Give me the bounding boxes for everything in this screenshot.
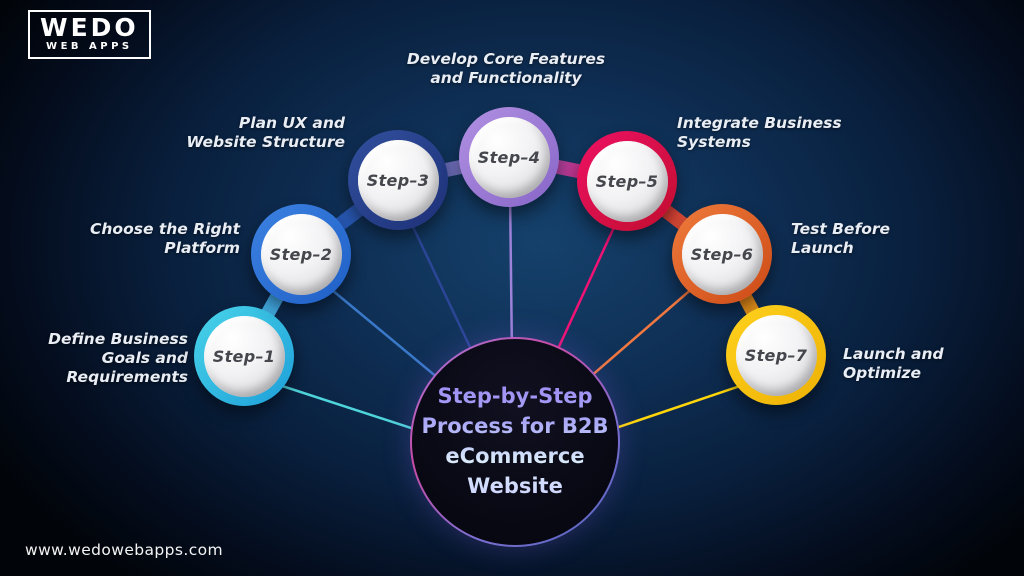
step-3-circle: Step–3: [348, 130, 448, 230]
step-3-title: Plan UX and Website Structure: [186, 114, 345, 152]
step-4-circle: Step–4: [459, 107, 559, 207]
step-4-label: Step–4: [477, 147, 541, 167]
hub-ring: Step-by-Step Process for B2B eCommerce W…: [410, 337, 620, 547]
step-1-circle: Step–1: [194, 306, 294, 406]
step-4-inner-disc: Step–4: [468, 116, 550, 198]
step-1-label: Step–1: [212, 346, 276, 366]
step-6-circle: Step–6: [672, 204, 772, 304]
step-5-title: Integrate Business Systems: [677, 114, 842, 152]
step-6-title: Test Before Launch: [791, 220, 890, 258]
step-2-title: Choose the Right Platform: [90, 220, 240, 258]
step-7-circle: Step–7: [726, 305, 826, 405]
step-3-inner-disc: Step–3: [357, 139, 439, 221]
step-2-inner-disc: Step–2: [260, 213, 342, 295]
step-6-label: Step–6: [690, 244, 754, 264]
step-1-title: Define Business Goals and Requirements: [48, 330, 188, 387]
step-5-label: Step–5: [595, 171, 659, 191]
website-url: www.wedowebapps.com: [25, 541, 224, 559]
step-7-label: Step–7: [744, 345, 808, 365]
step-7-title: Launch and Optimize: [843, 345, 944, 383]
logo-text-wedo: WEDO: [40, 13, 139, 42]
step-5-inner-disc: Step–5: [586, 140, 668, 222]
step-2-circle: Step–2: [251, 204, 351, 304]
step-4-title: Develop Core Features and Functionality: [406, 50, 606, 88]
step-2-label: Step–2: [269, 244, 333, 264]
hub-circle: Step-by-Step Process for B2B eCommerce W…: [412, 339, 618, 545]
logo-text-webapps: WEB APPS: [46, 41, 133, 52]
step-6-inner-disc: Step–6: [681, 213, 763, 295]
step-3-label: Step–3: [366, 170, 430, 190]
wedowebapps-logo: WEDO WEB APPS: [28, 10, 151, 59]
step-1-inner-disc: Step–1: [203, 315, 285, 397]
step-5-circle: Step–5: [577, 131, 677, 231]
step-7-inner-disc: Step–7: [735, 314, 817, 396]
hub-title: Step-by-Step Process for B2B eCommerce W…: [421, 382, 608, 501]
